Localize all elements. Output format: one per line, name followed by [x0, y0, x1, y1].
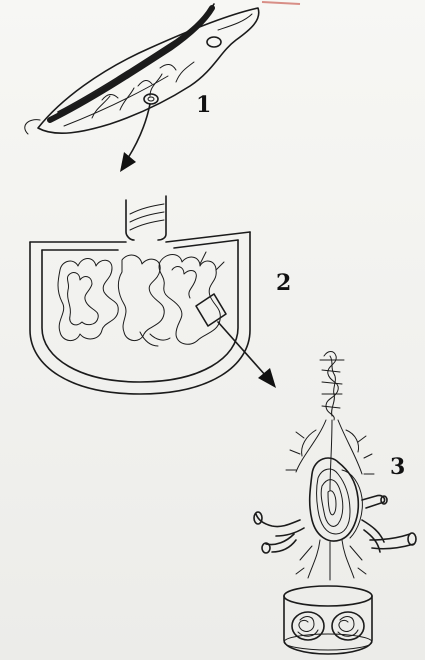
- figure-2-section: [30, 196, 250, 394]
- figure-1-organ: [25, 4, 259, 134]
- figure-3-detail: [254, 352, 416, 655]
- top-edge-mark: [262, 2, 300, 4]
- step-label-2: 2: [276, 270, 291, 296]
- step-label-3: 3: [390, 454, 405, 480]
- step-label-1: 1: [196, 92, 211, 118]
- figure-1-sample-site: [144, 94, 158, 104]
- figure-3-cross-section-top: [284, 586, 372, 606]
